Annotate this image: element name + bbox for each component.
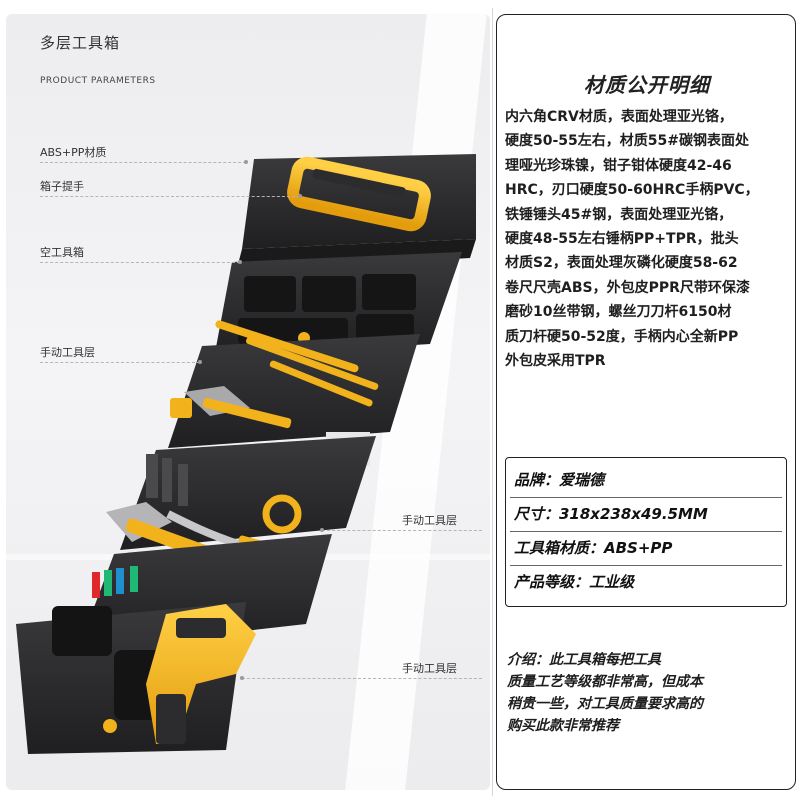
material-line: 材质S2，表面处理灰磷化硬度58-62	[505, 255, 738, 272]
callout-line	[40, 162, 246, 163]
material-line: 磨砂10丝带钢，螺丝刀刀杆6150材	[505, 304, 732, 321]
callout-dot	[198, 360, 202, 364]
material-line: 外包皮采用TPR	[505, 353, 606, 370]
material-line: HRC，刃口硬度50-60HRC手柄PVC，	[505, 182, 759, 199]
product-title: 多层工具箱	[40, 34, 121, 52]
spec-separator	[510, 531, 782, 532]
spec-separator	[510, 497, 782, 498]
hand-tool-layer-3	[16, 534, 332, 754]
callout-label-handle: 箱子提手	[40, 180, 84, 193]
callout-dot	[240, 676, 244, 680]
panel-divider	[492, 8, 493, 796]
spec-size: 尺寸：318x238x49.5MM	[514, 505, 708, 523]
product-illustration-panel: 多层工具箱 PRODUCT PARAMETERS	[6, 14, 490, 790]
material-line: 质刀杆硬50-52度，手柄内心全新PP	[505, 328, 739, 345]
callout-line	[40, 196, 300, 197]
callout-label-hand-tool-layer-2: 手动工具层	[402, 514, 457, 527]
introduction: 介绍：此工具箱每把工具 质量工艺等级都非常高，但成本 稍贵一些，对工具质量要求高…	[507, 649, 787, 737]
material-line: 卷尺尺壳ABS，外包皮PPR尺带环保漆	[505, 279, 750, 296]
callout-dot	[244, 160, 248, 164]
empty-tray-layer	[214, 252, 462, 358]
callout-dot	[298, 194, 302, 198]
product-subtitle: PRODUCT PARAMETERS	[40, 76, 156, 86]
callout-dot	[238, 260, 242, 264]
material-line: 硬度50-55左右，材质55#碳钢表面处	[505, 133, 749, 150]
callout-line	[40, 262, 240, 263]
material-line: 铁锤锤头45#钢，表面处理亚光铬，	[505, 206, 733, 223]
callout-label-material: ABS+PP材质	[40, 146, 107, 159]
callout-label-hand-tool-layer-1: 手动工具层	[40, 346, 95, 359]
callout-line	[322, 530, 482, 531]
material-details-title: 材质公开明细	[584, 73, 710, 97]
callout-dot	[320, 528, 324, 532]
callout-label-hand-tool-layer-3: 手动工具层	[402, 662, 457, 675]
spec-box-material: 工具箱材质：ABS+PP	[514, 539, 673, 557]
intro-line: 稍贵一些，对工具质量要求高的	[507, 696, 703, 712]
toolbox-illustration	[16, 154, 476, 754]
material-description: 内六角CRV材质，表面处理亚光铬， 硬度50-55左右，材质55#碳钢表面处 理…	[505, 105, 791, 373]
spec-table: 品牌：爱瑞德 尺寸：318x238x49.5MM 工具箱材质：ABS+PP 产品…	[505, 457, 787, 607]
intro-line: 质量工艺等级都非常高，但成本	[507, 674, 703, 690]
callout-label-empty-box: 空工具箱	[40, 246, 84, 259]
material-line: 硬度48-55左右锤柄PP+TPR，批头	[505, 231, 739, 248]
material-line: 理哑光珍珠镍，钳子钳体硬度42-46	[505, 157, 732, 174]
spec-grade: 产品等级：工业级	[514, 573, 635, 591]
callout-line	[40, 362, 200, 363]
callout-line	[242, 678, 482, 679]
intro-line: 购买此款非常推荐	[507, 718, 619, 734]
intro-line: 介绍：此工具箱每把工具	[507, 652, 661, 668]
spec-brand: 品牌：爱瑞德	[514, 471, 605, 489]
material-details-panel: 材质公开明细 内六角CRV材质，表面处理亚光铬， 硬度50-55左右，材质55#…	[496, 14, 796, 790]
spec-separator	[510, 565, 782, 566]
material-line: 内六角CRV材质，表面处理亚光铬，	[505, 109, 733, 125]
